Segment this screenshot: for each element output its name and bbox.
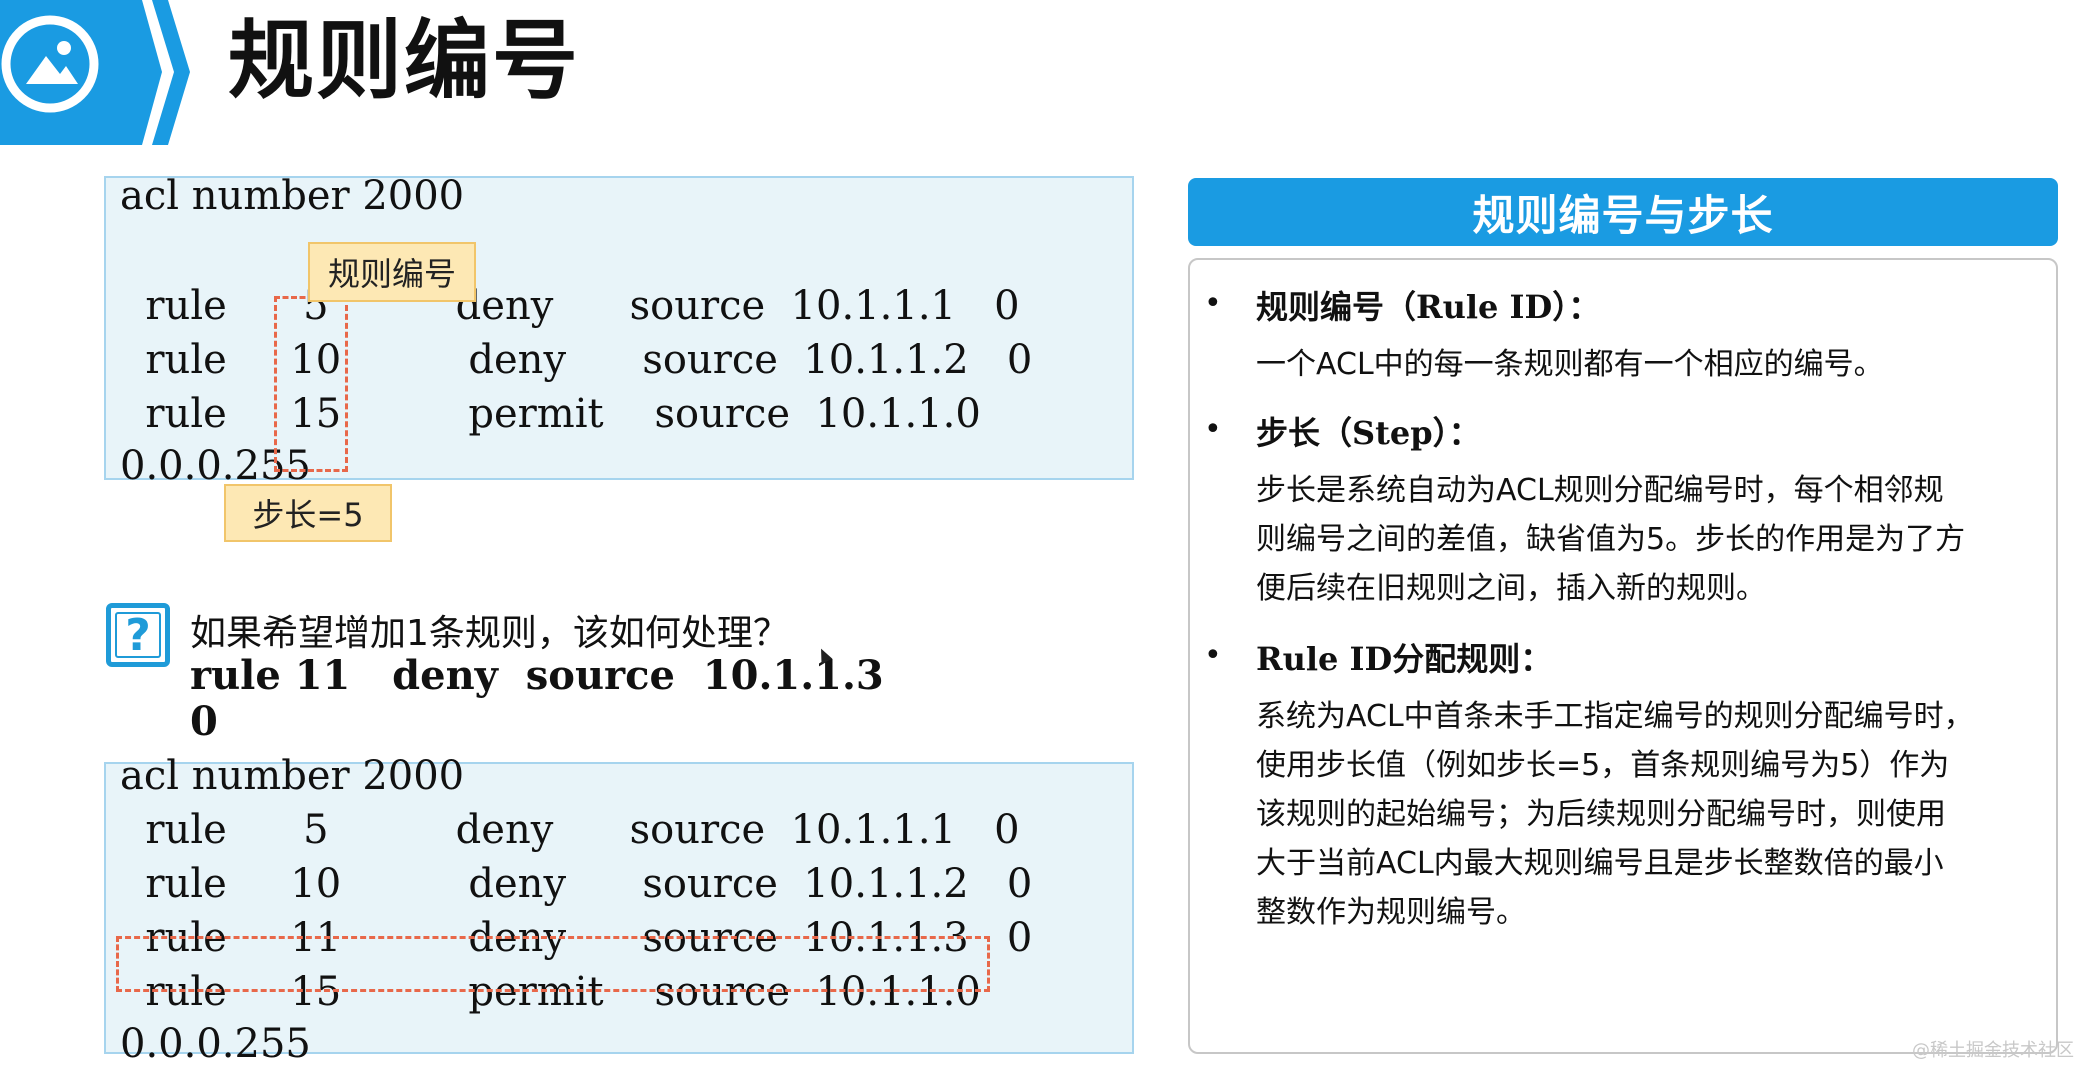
page-title: 规则编号 <box>228 11 580 111</box>
question-icon: ? <box>115 610 161 661</box>
bullet-line-3-3: 该规则的起始编号；为后续规则分配编号时，则使用 <box>1256 797 1946 832</box>
bullet-line-3-5: 整数作为规则编号。 <box>1256 895 1526 930</box>
bullet-line-3-1: 系统为ACL中首条未手工指定编号的规则分配编号时， <box>1256 699 1974 734</box>
bottom-code-box <box>104 762 1134 1054</box>
bullet-line-2-3: 便后续在旧规则之间，插入新的规则。 <box>1256 571 1766 606</box>
top-code-line-3: rule 5 deny source 10.1.1.1 0 <box>120 283 1020 329</box>
bottom-code-line-3: rule 10 deny source 10.1.1.2 0 <box>120 861 1033 907</box>
bullet-line-2-1: 步长是系统自动为ACL规则分配编号时，每个相邻规 <box>1256 473 1944 508</box>
bottom-code-line-5: rule 15 permit source 10.1.1.0 <box>120 969 981 1015</box>
bullet-dot-2: • <box>1204 412 1222 447</box>
answer-line-1: rule 11 deny source 10.1.1.3 <box>190 652 884 699</box>
top-code-line-6: 0.0.0.255 <box>120 443 311 489</box>
panel-header: 规则编号与步长 <box>1188 178 2058 246</box>
rule-id-highlight <box>274 296 348 472</box>
bullet-line-3-4: 大于当前ACL内最大规则编号且是步长整数倍的最小 <box>1256 846 1944 881</box>
bullet-dot-1: • <box>1204 286 1222 321</box>
top-code-line-5: rule 15 permit source 10.1.1.0 <box>120 391 981 437</box>
answer-line-2: 0 <box>190 698 218 745</box>
bottom-code-line-2: rule 5 deny source 10.1.1.1 0 <box>120 807 1020 853</box>
bottom-code-line-1: acl number 2000 <box>120 753 465 799</box>
step-tag: 步长=5 <box>224 484 392 542</box>
bullet-dot-3: • <box>1204 638 1222 673</box>
rule-id-tag: 规则编号 <box>308 242 476 302</box>
bullet-line-3-2: 使用步长值（例如步长=5，首条规则编号为5）作为 <box>1256 748 1950 783</box>
image-icon <box>1 15 99 113</box>
top-code-line-4: rule 10 deny source 10.1.1.2 0 <box>120 337 1033 383</box>
bullet-title-2: 步长（Step）： <box>1256 414 1481 452</box>
bullet-title-3: Rule ID分配规则： <box>1256 640 1553 678</box>
header-banner <box>0 0 190 145</box>
bullet-line-1-1: 一个ACL中的每一条规则都有一个相应的编号。 <box>1256 347 1884 382</box>
bottom-code-line-6: 0.0.0.255 <box>120 1021 311 1067</box>
question-text: 如果希望增加1条规则，该如何处理？ <box>190 613 789 654</box>
bullet-title-1: 规则编号（Rule ID）： <box>1256 288 1601 326</box>
panel-body <box>1188 258 2058 1054</box>
top-code-line-1: acl number 2000 <box>120 173 465 219</box>
question-icon-box: ? <box>106 603 170 667</box>
bullet-line-2-2: 则编号之间的差值，缺省值为5。步长的作用是为了方 <box>1256 522 1966 557</box>
inserted-rule-highlight <box>116 936 990 992</box>
watermark: @稀土掘金技术社区 <box>1912 1040 2074 1061</box>
